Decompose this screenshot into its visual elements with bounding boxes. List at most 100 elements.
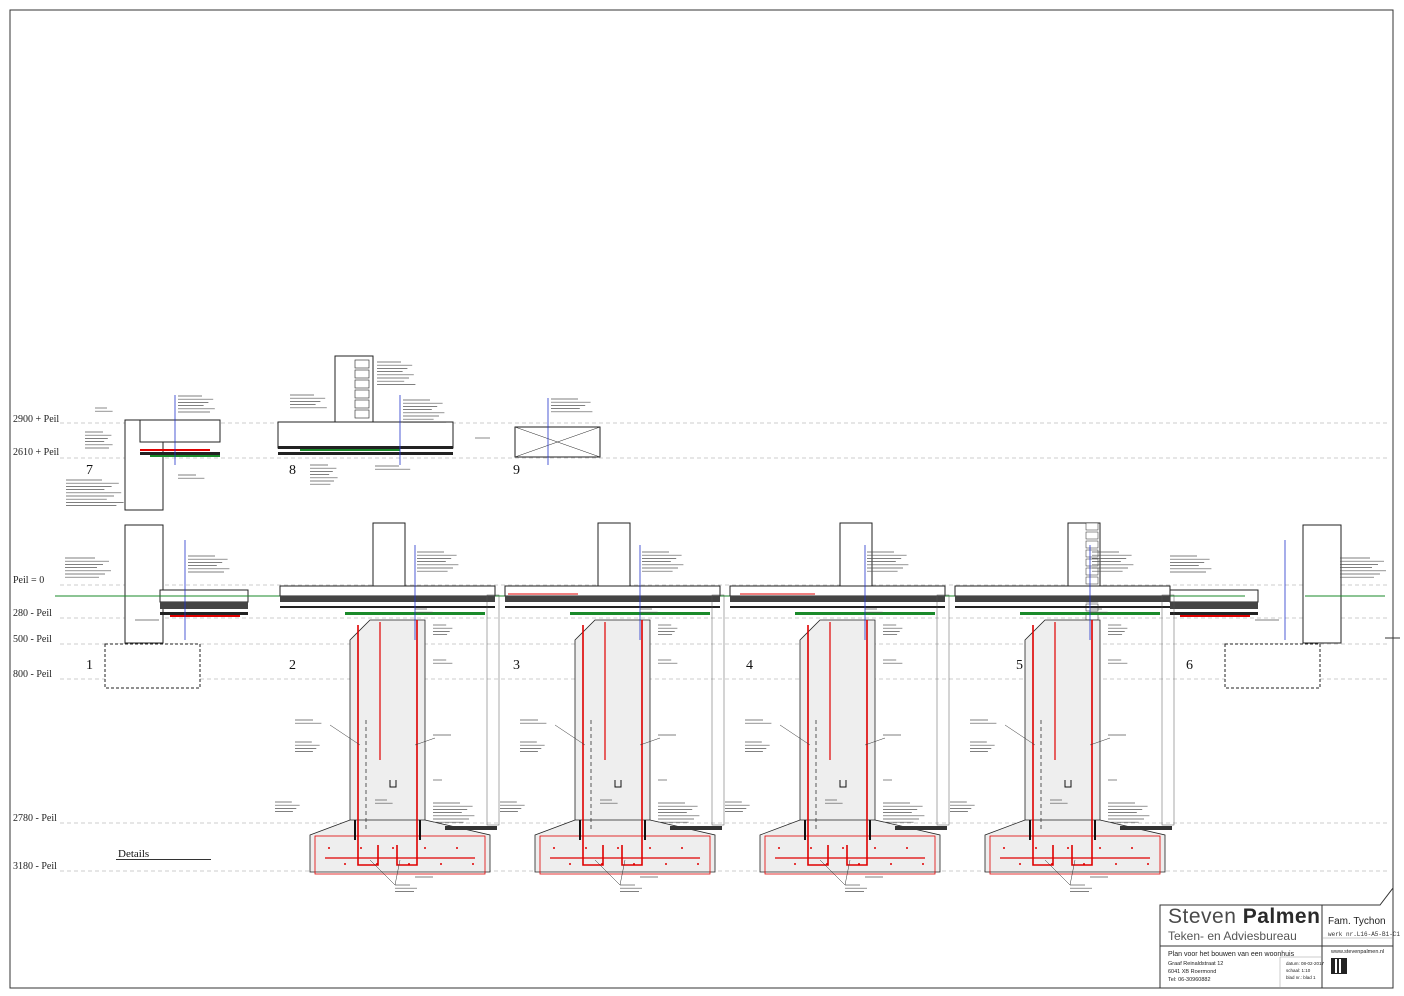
brick — [1085, 576, 1099, 585]
foundation-block — [104, 643, 201, 689]
rebar-dot — [1083, 863, 1085, 865]
foundation-wall — [799, 619, 876, 831]
footing-rebar-frame — [314, 835, 486, 875]
level-label-2780: 2780 - Peil — [13, 813, 57, 824]
leader-line — [639, 737, 661, 746]
logo-bold-text: Palmen — [1242, 905, 1321, 928]
rebar-bar — [621, 620, 643, 866]
leader-line — [1089, 737, 1111, 746]
detail-3 — [500, 522, 725, 892]
leader-line — [594, 859, 621, 886]
detail-8 — [277, 355, 454, 485]
leader-line — [844, 859, 851, 886]
layer-band — [505, 606, 720, 608]
floor-slab — [954, 585, 1171, 597]
brick — [354, 379, 370, 389]
layer-band — [170, 615, 240, 617]
level-label-800: 800 - Peil — [13, 669, 52, 680]
phone-number: Tel: 06-30960882 — [1168, 977, 1211, 983]
rebar-dot — [1099, 847, 1101, 849]
address-street: Graaf Reinaldstraat 12 — [1168, 961, 1224, 967]
brick — [354, 359, 370, 369]
level-label-500: 500 - Peil — [13, 634, 52, 645]
rebar-dot — [906, 847, 908, 849]
level-label-peil: Peil = 0 — [13, 575, 45, 586]
rebar-dot — [456, 847, 458, 849]
footing-rebar-frame — [764, 835, 936, 875]
rebar-dot — [585, 847, 587, 849]
leader-line — [779, 724, 811, 746]
rebar-dot — [874, 847, 876, 849]
footing-rebar-frame — [539, 835, 711, 875]
rebar-dot — [1035, 847, 1037, 849]
client-name: Fam. Tychon — [1328, 916, 1386, 927]
floor-section — [277, 421, 454, 449]
layer-band — [140, 452, 220, 455]
address-city: 6041 XB Roermond — [1168, 969, 1217, 975]
leader-line — [329, 724, 361, 746]
title-block-frame — [1159, 887, 1394, 988]
layer-band — [280, 606, 495, 608]
layer-band — [730, 596, 945, 602]
detail-marker — [1064, 780, 1072, 788]
rebar-dot — [633, 863, 635, 865]
brick — [354, 369, 370, 379]
rebar-dot — [794, 863, 796, 865]
leader-line — [394, 859, 401, 886]
sheet-number: blad nr.: blad 1 — [1286, 975, 1316, 980]
company-logo: Steven Palmen — [1168, 905, 1320, 929]
drawing-date: datum: 08-02-2017 — [1286, 961, 1325, 966]
leader-line — [864, 737, 886, 746]
layer-band — [160, 612, 248, 615]
layer-band — [300, 449, 400, 451]
rebar-dot — [392, 847, 394, 849]
detail-marker — [614, 780, 622, 788]
drawing-scale: schaal: 1:10 — [1286, 968, 1311, 973]
layer-band — [278, 452, 453, 455]
rebar-dot — [601, 863, 603, 865]
floor-section — [139, 419, 221, 443]
sheet-pile-outline — [936, 594, 950, 826]
upper-wall — [372, 522, 406, 590]
rebar-dot — [922, 863, 924, 865]
rebar-dot — [858, 863, 860, 865]
rebar-dot — [408, 863, 410, 865]
leader-line — [819, 859, 846, 886]
brick — [354, 389, 370, 399]
detail-number-8: 8 — [289, 463, 296, 478]
details-label: Details — [118, 848, 150, 860]
leader-line — [1004, 724, 1036, 746]
detail-number-1: 1 — [86, 658, 93, 673]
detail-6 — [55, 524, 1386, 689]
wall-section — [124, 524, 164, 644]
layer-band — [150, 455, 220, 457]
leader-line — [369, 859, 396, 886]
rebar-dot — [649, 847, 651, 849]
sheet-pile-outline — [711, 594, 725, 826]
rebar-dot — [472, 863, 474, 865]
rebar-dot — [569, 863, 571, 865]
leader-line — [1044, 859, 1071, 886]
rebar-dot — [1147, 863, 1149, 865]
rebar-dot — [778, 847, 780, 849]
layer-band — [730, 606, 945, 608]
rebar-dot — [1067, 847, 1069, 849]
layer-band — [1120, 826, 1172, 830]
rebar-dot — [617, 847, 619, 849]
wall-section — [1302, 524, 1342, 644]
sheet-pile-outline — [1161, 594, 1175, 826]
level-label-2610: 2610 + Peil — [13, 447, 60, 458]
detail-number-4: 4 — [746, 658, 753, 673]
rebar-dot — [890, 863, 892, 865]
rebar-dot — [697, 863, 699, 865]
upper-wall — [839, 522, 873, 590]
rebar-dot — [1051, 863, 1053, 865]
foundation-wall — [349, 619, 426, 831]
layer-band — [955, 596, 1170, 602]
layer-band — [1180, 615, 1250, 617]
layer-band — [1170, 612, 1258, 615]
level-label-3180: 3180 - Peil — [13, 861, 57, 872]
website-url: www.stevenpalmen.nl — [1331, 949, 1385, 955]
